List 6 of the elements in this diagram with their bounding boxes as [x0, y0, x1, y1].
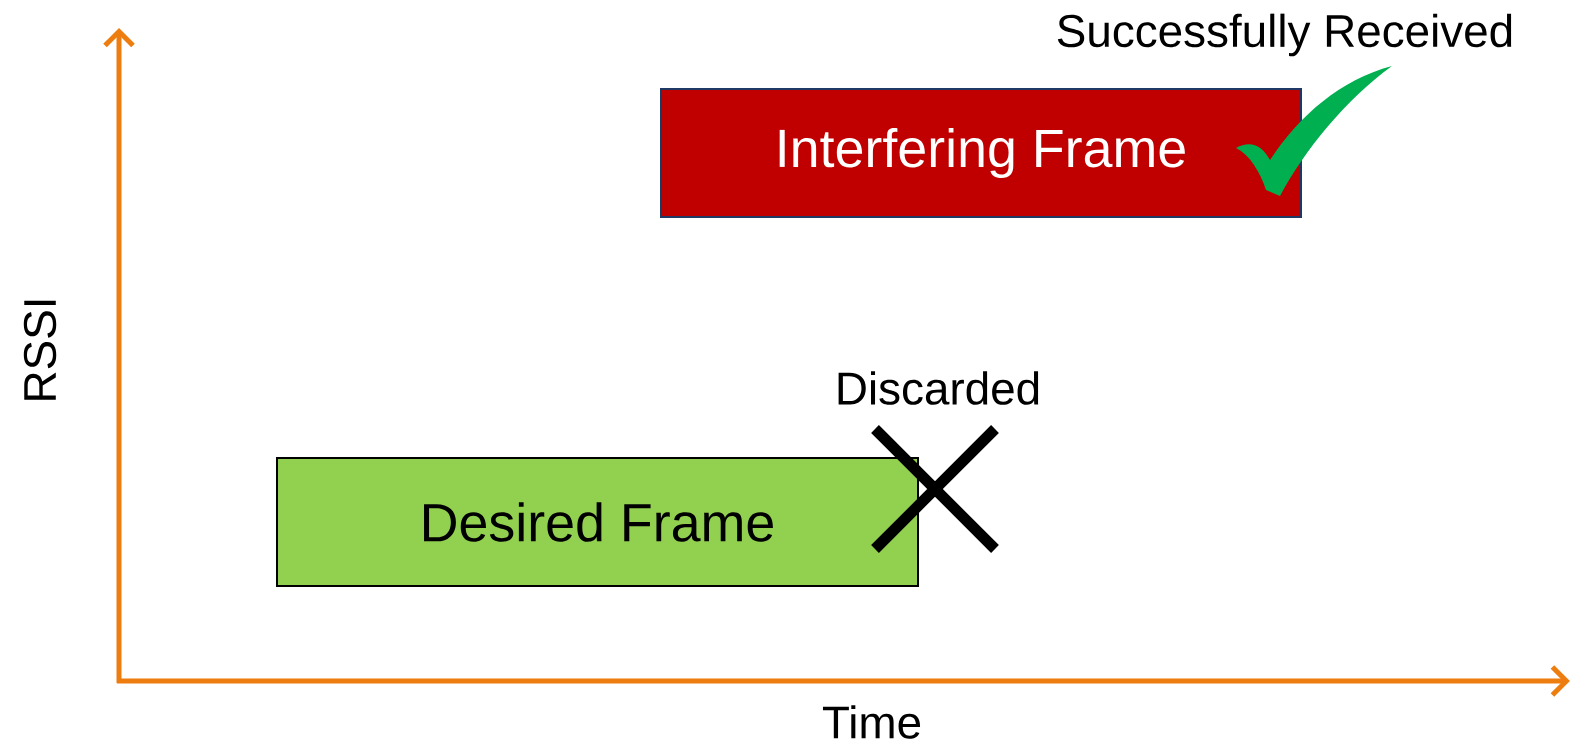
status-label: Successfully Received — [1057, 13, 1512, 57]
frame-box: Interfering Frame — [660, 88, 1302, 218]
axis-label: RSSI — [23, 300, 57, 400]
status-label: Discarded — [838, 371, 1039, 405]
axis-label: Time — [822, 705, 921, 739]
frame-box: Desired Frame — [276, 457, 919, 587]
